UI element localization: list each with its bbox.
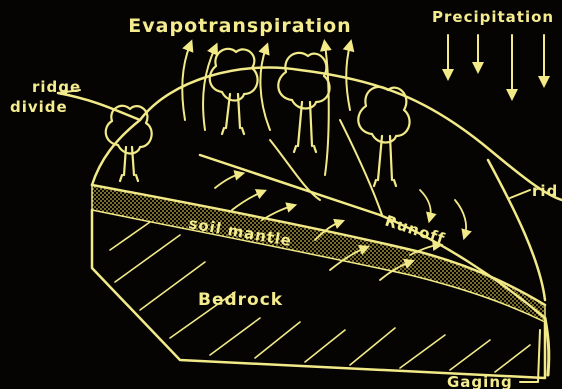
ridge-right-label: rid xyxy=(532,182,558,200)
arrow-icon xyxy=(262,206,292,220)
gaging-label: Gaging xyxy=(447,373,513,389)
runoff-tributary xyxy=(340,120,382,215)
tree-icon xyxy=(210,49,258,134)
evapotranspiration-label: Evapotranspiration xyxy=(128,15,351,37)
precipitation-label: Precipitation xyxy=(432,8,554,26)
arrow-icon xyxy=(232,192,262,210)
ridge-right-pointer xyxy=(510,190,530,198)
tree-icon xyxy=(358,87,409,186)
arrow-icon xyxy=(215,174,240,188)
ridge-line xyxy=(58,67,562,200)
runoff-label: Runoff xyxy=(383,212,448,248)
tree-icon xyxy=(106,106,152,181)
ridge-divide-label-line2: divide xyxy=(10,98,68,116)
bedrock-label: Bedrock xyxy=(198,290,283,310)
arrow-icon xyxy=(455,200,466,235)
ridge-divide-label-line1: ridge xyxy=(32,78,81,96)
tree-icon xyxy=(278,53,329,152)
precipitation-arrows xyxy=(448,35,544,95)
evapotranspiration-arrows xyxy=(182,45,350,175)
gaging-pointer xyxy=(520,330,540,382)
arrow-icon xyxy=(260,48,270,130)
arrow-icon xyxy=(420,190,431,218)
soil-mantle-band xyxy=(92,185,545,322)
